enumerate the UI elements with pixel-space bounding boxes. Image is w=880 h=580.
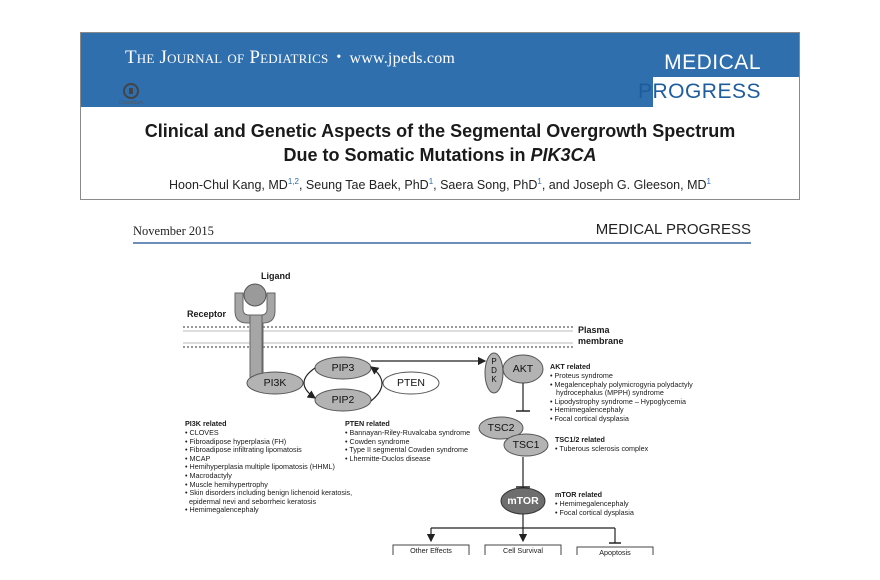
journal-url-link[interactable]: www.jpeds.com [349, 50, 456, 67]
crossmark-label: CrossMark [119, 100, 144, 106]
author-affiliation[interactable]: 1 [428, 177, 434, 186]
tsc1-label: TSC1 [512, 439, 540, 451]
author-affiliation[interactable]: 1 [706, 177, 711, 186]
pten-group-title: PTEN related [345, 419, 390, 428]
list-item: • Lipodystrophy syndrome – Hypoglycemia [550, 396, 686, 406]
tsc-group-title: TSC1/2 related [555, 435, 605, 444]
membrane-label-line2: membrane [578, 336, 624, 346]
output-box [392, 544, 470, 555]
output-label: Cell Survival [503, 546, 543, 555]
pip3-to-pip2-arrow [370, 366, 383, 402]
journal-name: The Journal of Pediatrics [125, 47, 329, 68]
list-item: • Hemimegalencephaly [555, 499, 629, 508]
title-line1: Clinical and Genetic Aspects of the Segm… [144, 121, 736, 141]
tsc2-node [478, 416, 524, 440]
list-item: • Megalencephaly polymicrogyria polydact… [550, 379, 693, 389]
list-item: epidermal nevi and seborrheic keratosis [189, 496, 317, 506]
pip2-node [314, 388, 372, 412]
output-box [576, 546, 654, 555]
pten-label: PTEN [396, 377, 425, 389]
author-affiliation[interactable]: 1,2 [287, 177, 299, 186]
receptor-icon [234, 292, 276, 382]
author-name[interactable]: Hoon-Chul Kang, MD [169, 178, 288, 193]
pdk-node [484, 352, 504, 394]
author-separator: , and [541, 178, 574, 193]
article-header: The Journal of Pediatrics•www.jpeds.com … [80, 32, 800, 200]
pten-node [382, 371, 440, 395]
category-label-line1: MEDICAL [664, 51, 761, 74]
category-box [653, 77, 799, 108]
list-item: • Macrodactyly [185, 470, 232, 480]
masthead-separator: • [336, 50, 342, 65]
list-item: • Bannayan-Riley-Ruvalcaba syndrome [345, 428, 471, 437]
pten-group-list: • Bannayan-Riley-Ruvalcaba syndrome • Co… [345, 428, 471, 463]
mtor-group-title: mTOR related [555, 490, 602, 499]
list-item: • Fibroadipose infiltrating lipomatosis [185, 445, 302, 455]
receptor-label: Receptor [187, 309, 227, 319]
author-name[interactable]: Seung Tae Baek, PhD [305, 178, 429, 193]
section-label: MEDICAL PROGRESS [595, 221, 751, 238]
pi3k-node [246, 371, 304, 395]
title-line2: Due to Somatic Mutations in PIK3CA [81, 143, 799, 167]
list-item: • Skin disorders including benign lichen… [185, 488, 353, 498]
output-box [484, 544, 562, 555]
list-item: • Tuberous sclerosis complex [555, 444, 649, 453]
list-item: hydrocephalus (MPPH) syndrome [556, 388, 664, 398]
akt-group-title: AKT related [550, 362, 591, 371]
list-item: • Cowden syndrome [345, 436, 410, 446]
list-item: • Hemimegalencephaly [550, 405, 624, 415]
pip2-to-pip3-arrow [303, 367, 316, 399]
list-item: • Muscle hemihypertrophy [185, 479, 268, 489]
journal-masthead: The Journal of Pediatrics • www.jpeds.com [125, 47, 455, 69]
list-item: • MCAP [185, 453, 211, 463]
author-name[interactable]: Saera Song, PhD [440, 178, 538, 193]
title-gene: PIK3CA [530, 145, 597, 165]
tsc1-node [503, 433, 549, 457]
pip3-label: PIP3 [331, 362, 355, 374]
author-separator: , [433, 178, 441, 193]
pi3k-group-list: • CLOVES • Fibroadipose hyperplasia (FH)… [185, 428, 353, 515]
mtor-label: mTOR [507, 495, 539, 507]
akt-label: AKT [512, 363, 534, 375]
output-label: Other Effects [410, 546, 452, 555]
author-list: Hoon-Chul Kang, MD1,2, Seung Tae Baek, P… [81, 177, 799, 192]
list-item: • Lhermitte-Duclos disease [345, 453, 431, 463]
tsc2-label: TSC2 [487, 422, 515, 434]
list-item: • Proteus syndrome [550, 371, 613, 380]
ligand-label: Ligand [261, 271, 291, 281]
pathway-figure: Ligand Receptor Plasma membrane PI3K PIP… [183, 265, 693, 557]
pi3k-label: PI3K [263, 377, 287, 389]
pip2-label: PIP2 [331, 394, 355, 406]
tsc-group-list: • Tuberous sclerosis complex [555, 444, 649, 454]
author-affiliation[interactable]: 1 [537, 177, 542, 186]
crossmark-icon[interactable]: CrossMark [119, 83, 143, 113]
pdk-label: PDK [491, 357, 497, 384]
mtor-group-list: • Hemimegalencephaly • Focal cortical dy… [555, 499, 634, 517]
list-item: • Hemimegalencephaly [185, 505, 259, 515]
list-item: • Focal cortical dysplasia [555, 507, 634, 517]
membrane-label-line1: Plasma [578, 325, 610, 335]
list-item: • Focal cortical dysplasia [550, 413, 629, 423]
list-item: • CLOVES [185, 428, 219, 437]
pi3k-group-title: PI3K related [185, 419, 227, 428]
article-title: Clinical and Genetic Aspects of the Segm… [81, 119, 799, 167]
plasma-membrane [183, 326, 573, 348]
ligand-icon [243, 283, 267, 307]
issue-date: November 2015 [133, 224, 214, 238]
category-label-line2: PROGRESS [637, 80, 761, 103]
output-label: Apoptosis [599, 548, 631, 557]
author-name[interactable]: Joseph G. Gleeson, MD [573, 178, 707, 193]
list-item: • Type II segmental Cowden syndrome [345, 445, 469, 455]
title-line2-prefix: Due to Somatic Mutations in [283, 145, 531, 165]
akt-group-list: • Proteus syndrome • Megalencephaly poly… [550, 371, 693, 424]
running-head: November 2015 MEDICAL PROGRESS [133, 220, 751, 244]
pathway-diagram [183, 283, 654, 555]
list-item: • Hemihyperplasia multiple lipomatosis (… [185, 462, 335, 472]
list-item: • Fibroadipose hyperplasia (FH) [185, 436, 287, 446]
author-separator: , [298, 178, 306, 193]
